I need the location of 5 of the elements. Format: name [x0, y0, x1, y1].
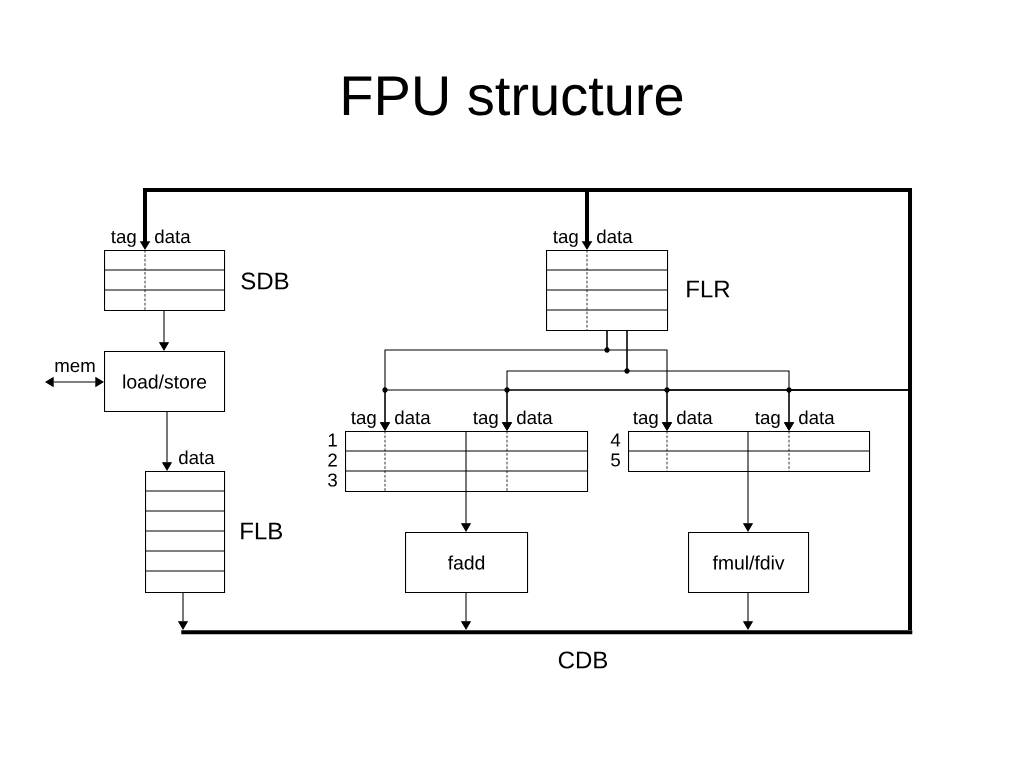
column-header: tag: [111, 230, 136, 247]
edge-label: mem: [52, 360, 98, 374]
arrow: [45, 376, 104, 388]
title: FPU structure: [343, 76, 683, 116]
bus-label: CDB: [558, 651, 608, 669]
